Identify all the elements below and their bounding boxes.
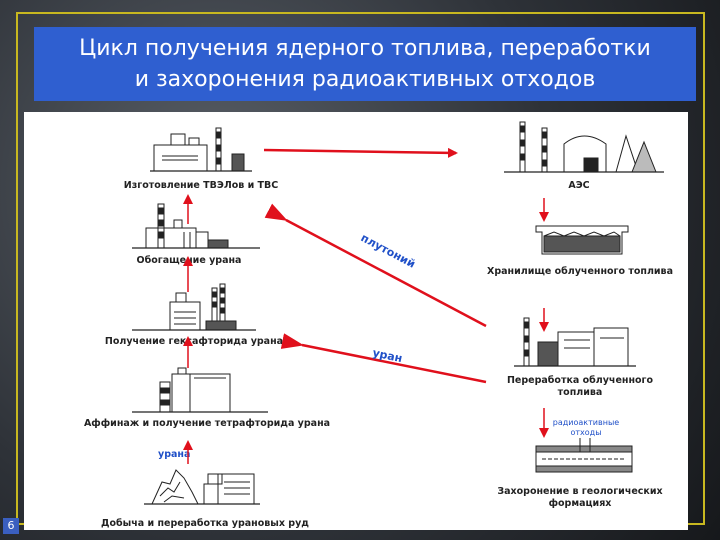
slide-title: Цикл получения ядерного топлива, перераб… [34,27,696,101]
stage-affinage: Аффинаж и получение тетрафторида урана [84,418,330,429]
label-uranium: уран [371,346,403,365]
mining-icon [144,469,260,505]
arrow-uranium-recycle [280,333,487,384]
arrow-plutonium-recycle [264,203,487,328]
label-waste-line2: отходы [570,428,601,437]
spent-storage-icon [535,225,629,255]
stage-disposal-line2: формациях [549,498,612,509]
stage-enrichment: Обогащение урана [137,255,242,266]
stage-reprocessing-line1: Переработка облученного [507,375,654,386]
label-uranium-mining: урана [158,449,190,460]
fuel-fabrication-icon [150,127,252,172]
enrichment-icon [132,203,260,249]
stage-reprocessing-line2: топлива [558,387,603,398]
title-line-1: Цикл получения ядерного топлива, перераб… [79,36,651,61]
reprocessing-icon [514,317,636,367]
hexafluoride-icon [132,283,256,331]
title-line-2: и захоронения радиоактивных отходов [134,67,596,92]
stage-fuel-fabrication: Изготовление ТВЭЛов и ТВС [124,180,278,191]
diagram-panel: Изготовление ТВЭЛов и ТВС Обогащение ура… [24,112,688,530]
fuel-cycle-diagram: Изготовление ТВЭЛов и ТВС Обогащение ура… [84,121,673,529]
stage-mining: Добыча и переработка урановых руд [101,518,309,529]
page-number: 6 [3,518,19,534]
stage-npp: АЭС [568,180,589,191]
arrow-fabrication-to-npp [263,147,458,158]
stage-disposal-line1: Захоронение в геологических [497,486,662,497]
stage-spent-storage: Хранилище облученного топлива [487,266,673,277]
label-plutonium: плутоний [359,231,418,271]
affinage-icon [132,367,268,413]
npp-icon [504,121,664,173]
disposal-icon [535,438,633,473]
label-waste-line1: радиоактивные [553,418,619,427]
stage-hexafluoride: Получение гексафторида урана [105,336,283,347]
